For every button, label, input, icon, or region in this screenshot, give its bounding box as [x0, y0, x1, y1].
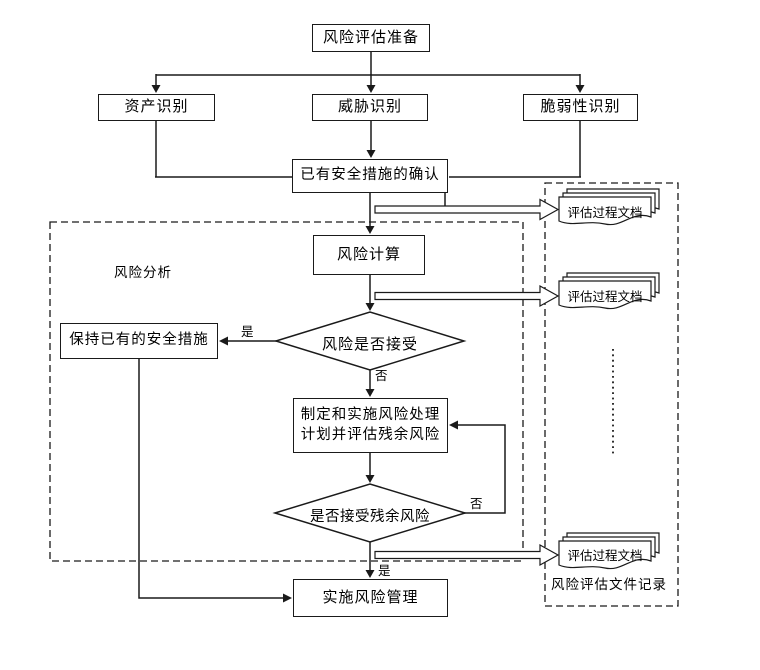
doc2-page1 — [558, 280, 652, 310]
node-implement-label: 实施风险管理 — [322, 589, 419, 606]
group-records-label: 风险评估文件记录 — [551, 577, 667, 592]
node-threat-identification: 威胁识别 — [312, 94, 428, 121]
node-implement-risk-management: 实施风险管理 — [293, 579, 448, 617]
hollow-arrow-doc2 — [374, 284, 560, 308]
node-risk-calculation-label: 风险计算 — [336, 246, 401, 263]
arrowhead-asset — [151, 85, 161, 93]
node-threat-label: 威胁识别 — [337, 99, 402, 116]
arrowhead-vulnerability — [575, 85, 585, 93]
decision-residual-acceptable-label: 是否接受残余风险 — [310, 509, 430, 525]
arrowhead-feedback — [449, 420, 458, 430]
node-prepare: 风险评估准备 — [312, 24, 430, 52]
edge-label-residual-no: 否 — [470, 497, 483, 511]
decision-risk-acceptable-shape — [273, 311, 467, 371]
doc1-label: 评估过程文档 — [567, 206, 643, 220]
doc3-page1 — [558, 540, 652, 570]
node-vulnerability-identification: 脆弱性识别 — [523, 94, 638, 121]
arrowhead-keep — [219, 336, 228, 346]
decision-risk-acceptable-label: 风险是否接受 — [321, 337, 418, 353]
document-stack-3 — [558, 532, 660, 570]
arrowhead-implement — [365, 570, 375, 578]
doc1-page1 — [558, 196, 652, 226]
hollow-arrow-doc3 — [374, 543, 560, 567]
arrowhead-implement-left — [283, 593, 292, 603]
node-prepare-label: 风险评估准备 — [322, 29, 419, 46]
node-treatment-line1: 制定和实施风险处理 — [300, 406, 441, 423]
edge-label-residual-yes: 是 — [378, 564, 391, 578]
node-confirm-label: 已有安全措施的确认 — [300, 167, 440, 184]
edge-label-risk-yes: 是 — [241, 325, 254, 339]
risk-analysis-dashed-frame — [49, 221, 524, 562]
node-keep-label: 保持已有的安全措施 — [69, 332, 209, 349]
node-risk-treatment: 制定和实施风险处理 计划并评估残余风险 — [293, 398, 448, 453]
node-asset-label: 资产识别 — [124, 99, 189, 116]
edge-keep-implement — [138, 359, 284, 599]
node-keep-existing-measures: 保持已有的安全措施 — [60, 323, 218, 359]
doc2-label: 评估过程文档 — [567, 290, 643, 304]
arrowhead-treatment — [365, 389, 375, 397]
arrowhead-confirm — [366, 150, 376, 158]
node-asset-identification: 资产识别 — [98, 94, 215, 121]
document-stack-2 — [558, 272, 660, 310]
edge-residual-feedback — [457, 424, 506, 514]
group-risk-analysis-label: 风险分析 — [114, 265, 172, 280]
arrowhead-threat — [366, 85, 376, 93]
arrowhead-calc — [365, 226, 375, 234]
document-stack-1 — [558, 188, 660, 226]
records-dashed-frame — [544, 182, 679, 607]
arrowhead-decision2 — [365, 475, 375, 483]
doc3-label: 评估过程文档 — [567, 549, 643, 563]
edge-label-risk-no: 否 — [375, 369, 388, 383]
node-risk-calculation: 风险计算 — [313, 235, 425, 275]
node-treatment-line2: 计划并评估残余风险 — [300, 426, 441, 443]
arrowhead-decision1 — [365, 303, 375, 311]
node-confirm-existing-measures: 已有安全措施的确认 — [292, 159, 448, 193]
hollow-arrow-doc1 — [374, 198, 560, 221]
node-vulnerability-label: 脆弱性识别 — [540, 99, 621, 116]
